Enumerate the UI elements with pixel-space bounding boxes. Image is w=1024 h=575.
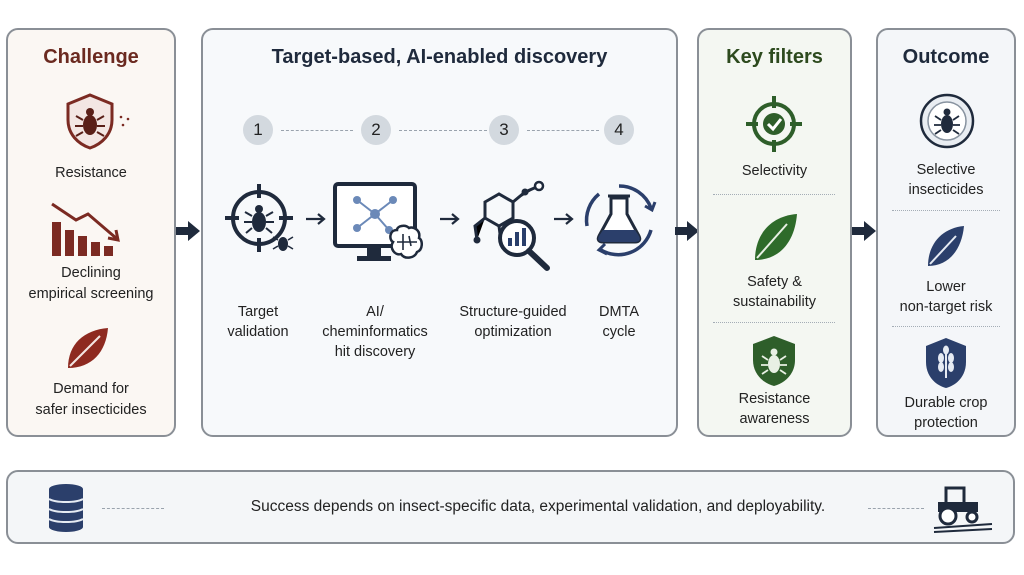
filter-safety-label-l1: Safety & (747, 274, 802, 290)
step-connector (281, 130, 353, 131)
shield-bug-green-icon (753, 336, 795, 386)
arrow-right-icon (675, 221, 699, 241)
challenge-panel: Challenge Resistance Declining empirical… (6, 28, 176, 437)
outcome-selective-l2: insecticides (908, 182, 984, 198)
arrow-small-icon (554, 213, 574, 225)
dots-icon (119, 115, 130, 127)
step-3-label-l2: optimization (474, 324, 552, 340)
filter-selectivity-label: Selectivity (741, 163, 808, 179)
footer-connector-right (868, 508, 924, 509)
challenge-item-declining-l1: Declining (61, 265, 121, 281)
step-number-2: 2 (361, 115, 391, 145)
outcome-title: Outcome (902, 46, 990, 68)
shield-wheat-icon (926, 338, 966, 388)
discovery-title: Target-based, AI-enabled discovery (271, 46, 608, 68)
leaf-icon (68, 328, 108, 368)
outcome-durable-l2: protection (914, 415, 978, 431)
filters-title: Key filters (726, 46, 823, 68)
step-number-4: 4 (604, 115, 634, 145)
footer-text: Success depends on insect-specific data,… (250, 498, 826, 515)
divider (892, 326, 1000, 327)
flask-cycle-icon (584, 184, 657, 257)
step-2-label-l3: hit discovery (334, 344, 416, 360)
challenge-item-declining-l2: empirical screening (28, 286, 154, 302)
step-2-label-l2: cheminformatics (322, 324, 428, 340)
step-4-label-l2: cycle (602, 324, 636, 340)
arrow-right-icon (176, 221, 200, 241)
step-number-1: 1 (243, 115, 273, 145)
filters-panel: Key filters Selectivity Safety & sustain… (697, 28, 852, 437)
filter-resistance-label-l2: awareness (739, 411, 810, 427)
arrow-small-icon (306, 213, 326, 225)
filter-resistance-label-l1: Resistance (738, 391, 811, 407)
step-connector (527, 130, 599, 131)
shield-bug-icon (66, 93, 114, 150)
database-icon (48, 484, 84, 532)
step-4-label-l1: DMTA (598, 304, 639, 320)
tractor-icon (933, 486, 993, 533)
arrow-right-icon (852, 221, 876, 241)
outcome-panel: Outcome Selective insecticides Lower non… (876, 28, 1016, 437)
footer-panel: Success depends on insect-specific data,… (6, 470, 1015, 544)
bug-circle-icon (919, 93, 975, 149)
divider (713, 322, 835, 323)
step-number-3: 3 (489, 115, 519, 145)
step-connector (399, 130, 487, 131)
blue-leaf-icon (928, 226, 964, 266)
divider (892, 210, 1000, 211)
step-3-label-l1: Structure-guided (459, 304, 567, 320)
step-1-label-l1: Target (237, 304, 279, 320)
arrow-small-icon (440, 213, 460, 225)
challenge-title: Challenge (43, 46, 139, 68)
molecule-magnifier-icon (473, 180, 550, 271)
challenge-item-demand-l2: safer insecticides (35, 402, 147, 418)
declining-bars-icon (51, 202, 120, 256)
monitor-brain-icon (333, 182, 423, 261)
outcome-lower-l1: Lower (926, 279, 966, 295)
step-1-label-l2: validation (227, 324, 289, 340)
outcome-lower-l2: non-target risk (899, 299, 993, 315)
outcome-selective-l1: Selective (916, 162, 976, 178)
discovery-panel: Target-based, AI-enabled discovery 1 2 3… (201, 28, 678, 437)
target-check-icon (746, 96, 802, 152)
divider (713, 194, 835, 195)
challenge-item-resistance: Resistance (55, 165, 127, 181)
green-leaf-icon (755, 214, 797, 260)
target-bug-icon (225, 184, 294, 252)
outcome-durable-l1: Durable crop (904, 395, 988, 411)
step-2-label-l1: AI/ (366, 304, 384, 320)
footer-connector-left (102, 508, 164, 509)
challenge-item-demand-l1: Demand for (53, 381, 129, 397)
filter-safety-label-l2: sustainability (732, 294, 816, 310)
